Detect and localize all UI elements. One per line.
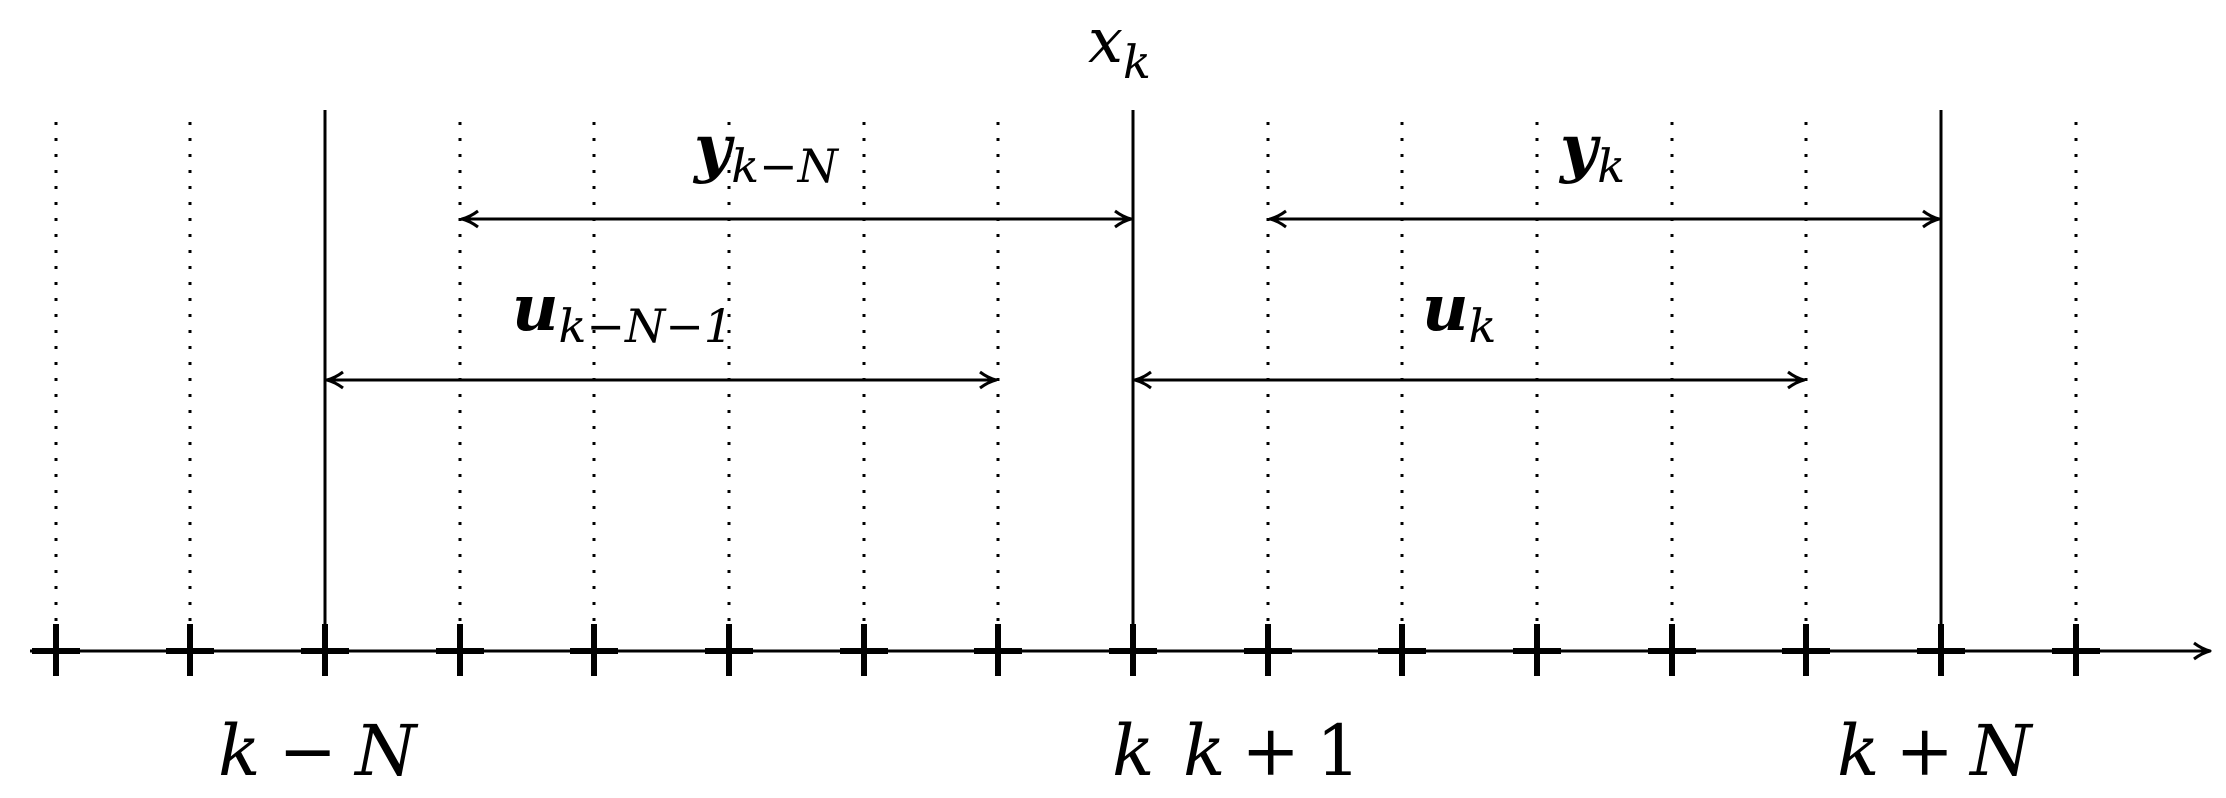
solid-markers	[323, 110, 1943, 650]
axis-label-k-minus-n: k−N	[218, 710, 419, 792]
tick	[1378, 624, 1426, 676]
label-u-k-minus-n-minus-1: uk−N−1	[512, 271, 733, 353]
dotted-gridlines	[54, 122, 2078, 648]
interval-arrows	[325, 209, 1941, 390]
tick	[974, 624, 1022, 676]
axis-ticks	[32, 624, 2100, 676]
state-label-x-k: xk	[1088, 4, 1151, 89]
tick	[32, 624, 80, 676]
tick	[1244, 624, 1292, 676]
tick	[436, 624, 484, 676]
tick	[301, 624, 349, 676]
tick	[570, 624, 618, 676]
tick	[1513, 624, 1561, 676]
axis-label-k: k	[1112, 710, 1154, 792]
tick	[2052, 624, 2100, 676]
tick	[705, 624, 753, 676]
tick	[1782, 624, 1830, 676]
tick	[1109, 624, 1157, 676]
label-u-k: uk	[1422, 271, 1496, 353]
tick	[840, 624, 888, 676]
tick	[166, 624, 214, 676]
tick	[1648, 624, 1696, 676]
axis-label-k-plus-1: k+1	[1183, 710, 1361, 792]
axis-label-k-plus-n: k+N	[1837, 710, 2034, 792]
label-y-k: yk	[1558, 111, 1625, 193]
tick	[1917, 624, 1965, 676]
label-y-k-minus-n: yk−N	[692, 111, 840, 193]
